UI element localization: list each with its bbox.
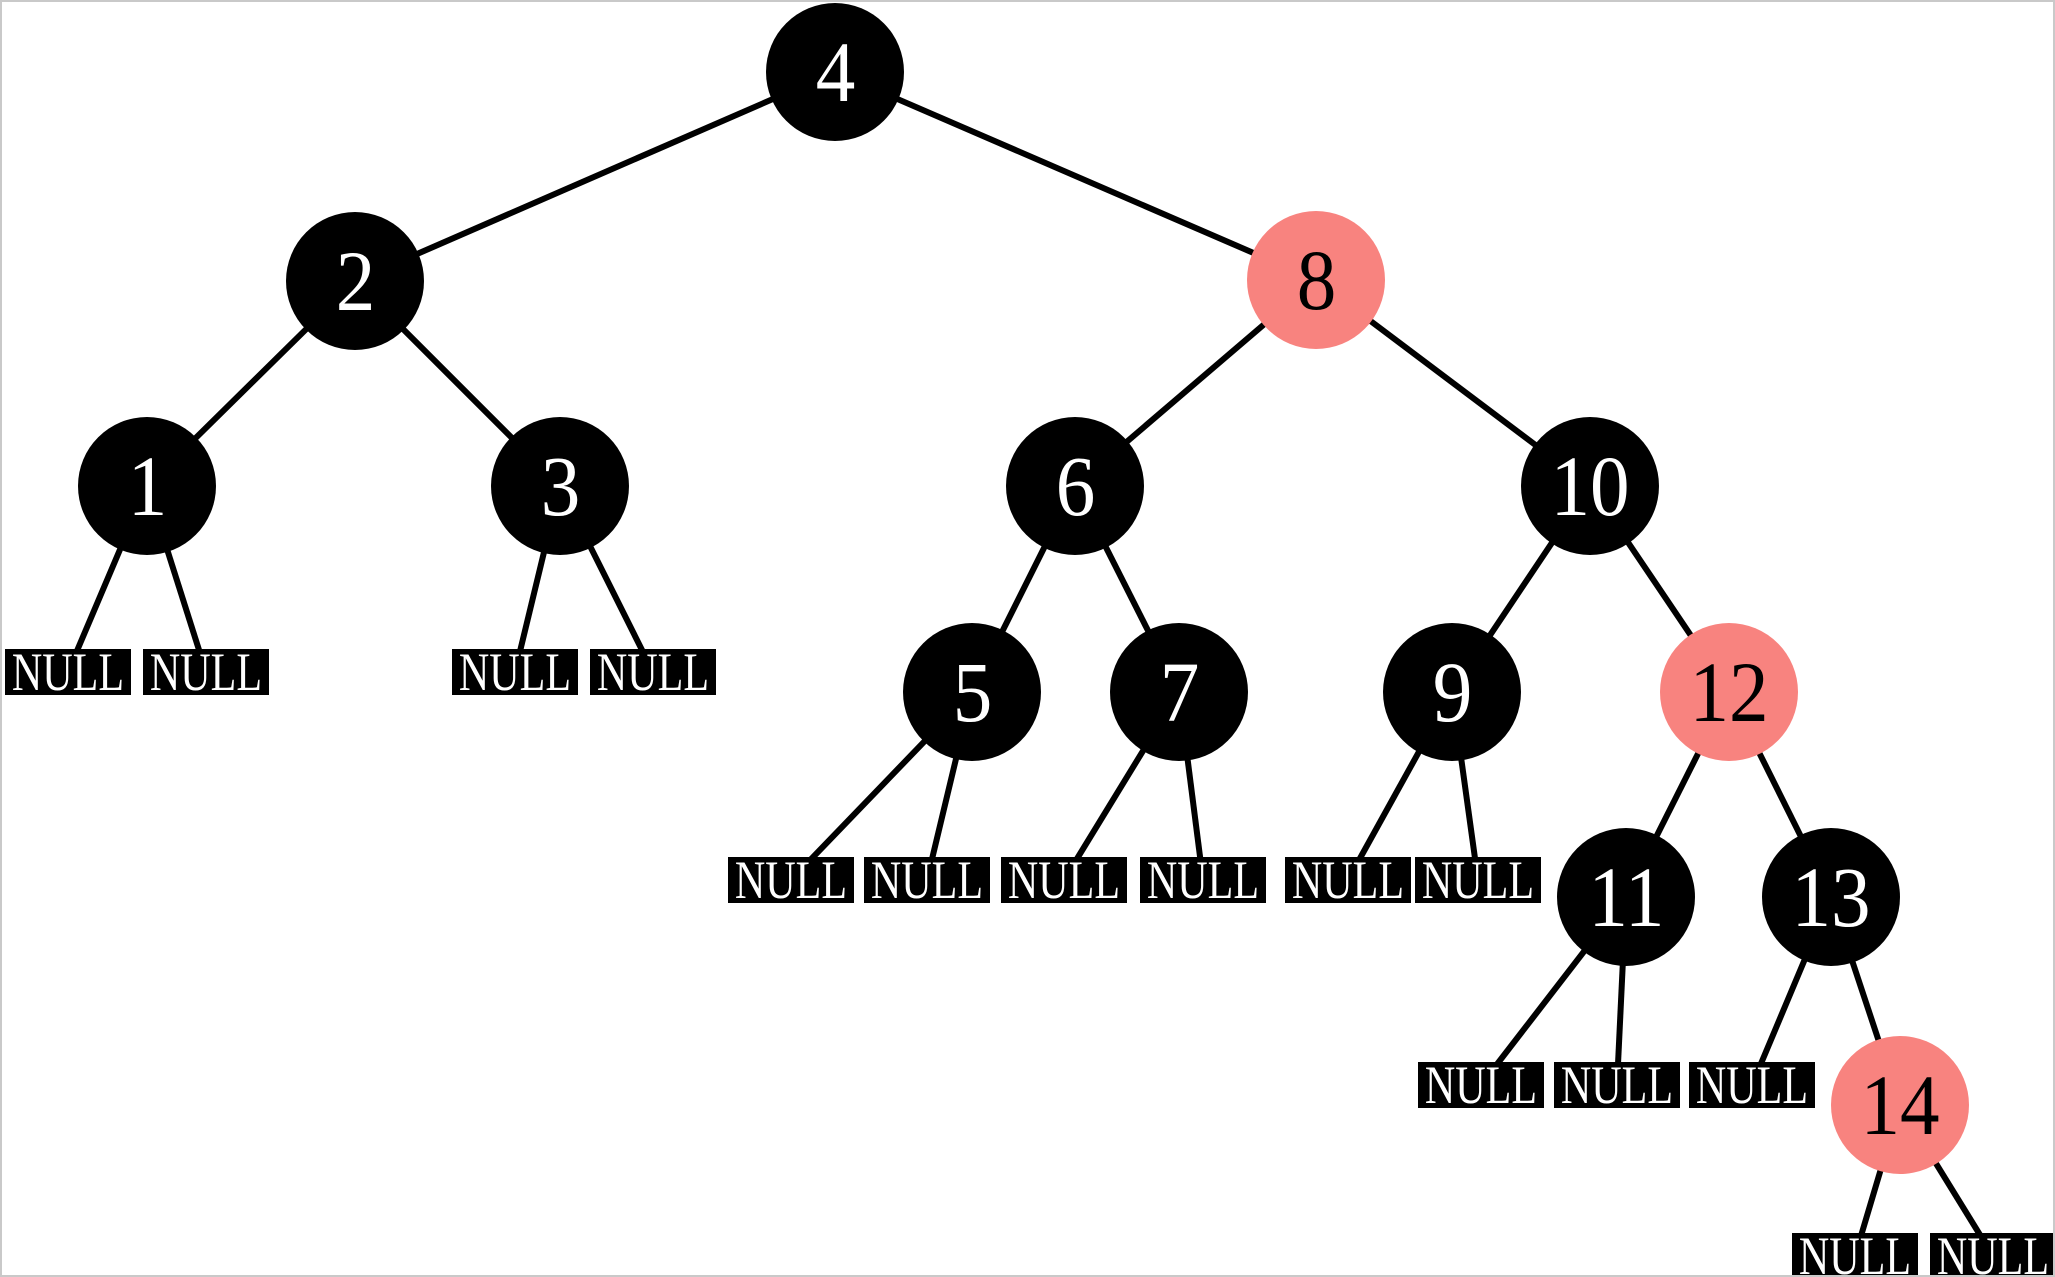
tree-node-label: 5 (952, 644, 992, 740)
tree-node-label: 7 (1159, 644, 1199, 740)
tree-node-label: 13 (1791, 849, 1871, 945)
null-leaf-n1R: NULL (143, 645, 269, 699)
null-leaf-label: NULL (870, 850, 984, 910)
null-leaf-label: NULL (1695, 1055, 1809, 1115)
null-leaf-label: NULL (1007, 850, 1121, 910)
tree-node-label: 12 (1689, 644, 1769, 740)
tree-node-2: 2 (286, 212, 424, 350)
null-leaf-label: NULL (1936, 1226, 2050, 1277)
null-leaf-n11L: NULL (1418, 1058, 1544, 1112)
null-leaf-label: NULL (1146, 850, 1260, 910)
null-leaf-n14R: NULL (1930, 1229, 2053, 1275)
null-leaf-n1L: NULL (5, 645, 131, 699)
tree-node-8: 8 (1247, 211, 1385, 349)
null-leaf-label: NULL (1421, 850, 1535, 910)
tree-node-label: 8 (1296, 232, 1336, 328)
null-leaf-n9L: NULL (1285, 853, 1411, 907)
null-leaf-label: NULL (1291, 850, 1405, 910)
tree-edge-4-8 (833, 69, 1318, 283)
null-leaf-label: NULL (596, 642, 710, 702)
null-leaf-n11R: NULL (1554, 1058, 1680, 1112)
null-leaf-n3L: NULL (452, 645, 578, 699)
null-leaf-label: NULL (734, 850, 848, 910)
tree-node-label: 10 (1550, 438, 1630, 534)
null-leaf-label: NULL (1560, 1055, 1674, 1115)
tree-node-label: 1 (127, 438, 167, 534)
null-leaf-n5R: NULL (864, 853, 990, 907)
null-leaf-n7L: NULL (1001, 853, 1127, 907)
tree-node-5: 5 (903, 623, 1041, 761)
tree-node-1: 1 (78, 417, 216, 555)
tree-node-12: 12 (1660, 623, 1798, 761)
null-leaf-n5L: NULL (728, 853, 854, 907)
null-leaf-label: NULL (458, 642, 572, 702)
null-leaf-label: NULL (1798, 1226, 1912, 1277)
tree-node-label: 9 (1432, 644, 1472, 740)
tree-node-9: 9 (1383, 623, 1521, 761)
tree-node-label: 2 (335, 233, 375, 329)
null-leaf-label: NULL (11, 642, 125, 702)
tree-node-4: 4 (766, 3, 904, 141)
tree-node-7: 7 (1110, 623, 1248, 761)
tree-node-14: 14 (1831, 1036, 1969, 1174)
tree-edge-4-2 (353, 69, 837, 284)
tree-node-label: 4 (815, 24, 855, 120)
null-leaf-label: NULL (149, 642, 263, 702)
tree-node-label: 6 (1055, 438, 1095, 534)
tree-node-3: 3 (491, 417, 629, 555)
null-leaf-n7R: NULL (1140, 853, 1266, 907)
null-leaf-n13L: NULL (1689, 1058, 1815, 1112)
tree-node-10: 10 (1521, 417, 1659, 555)
tree-node-label: 11 (1587, 849, 1665, 945)
tree-node-13: 13 (1762, 828, 1900, 966)
null-leaf-label: NULL (1424, 1055, 1538, 1115)
tree-node-label: 14 (1860, 1057, 1940, 1153)
null-leaf-n14L: NULL (1792, 1229, 1918, 1275)
tree-node-11: 11 (1557, 828, 1695, 966)
null-leaf-n9R: NULL (1415, 853, 1541, 907)
tree-node-label: 3 (540, 438, 580, 534)
tree-node-6: 6 (1006, 417, 1144, 555)
null-leaf-n3R: NULL (590, 645, 716, 699)
